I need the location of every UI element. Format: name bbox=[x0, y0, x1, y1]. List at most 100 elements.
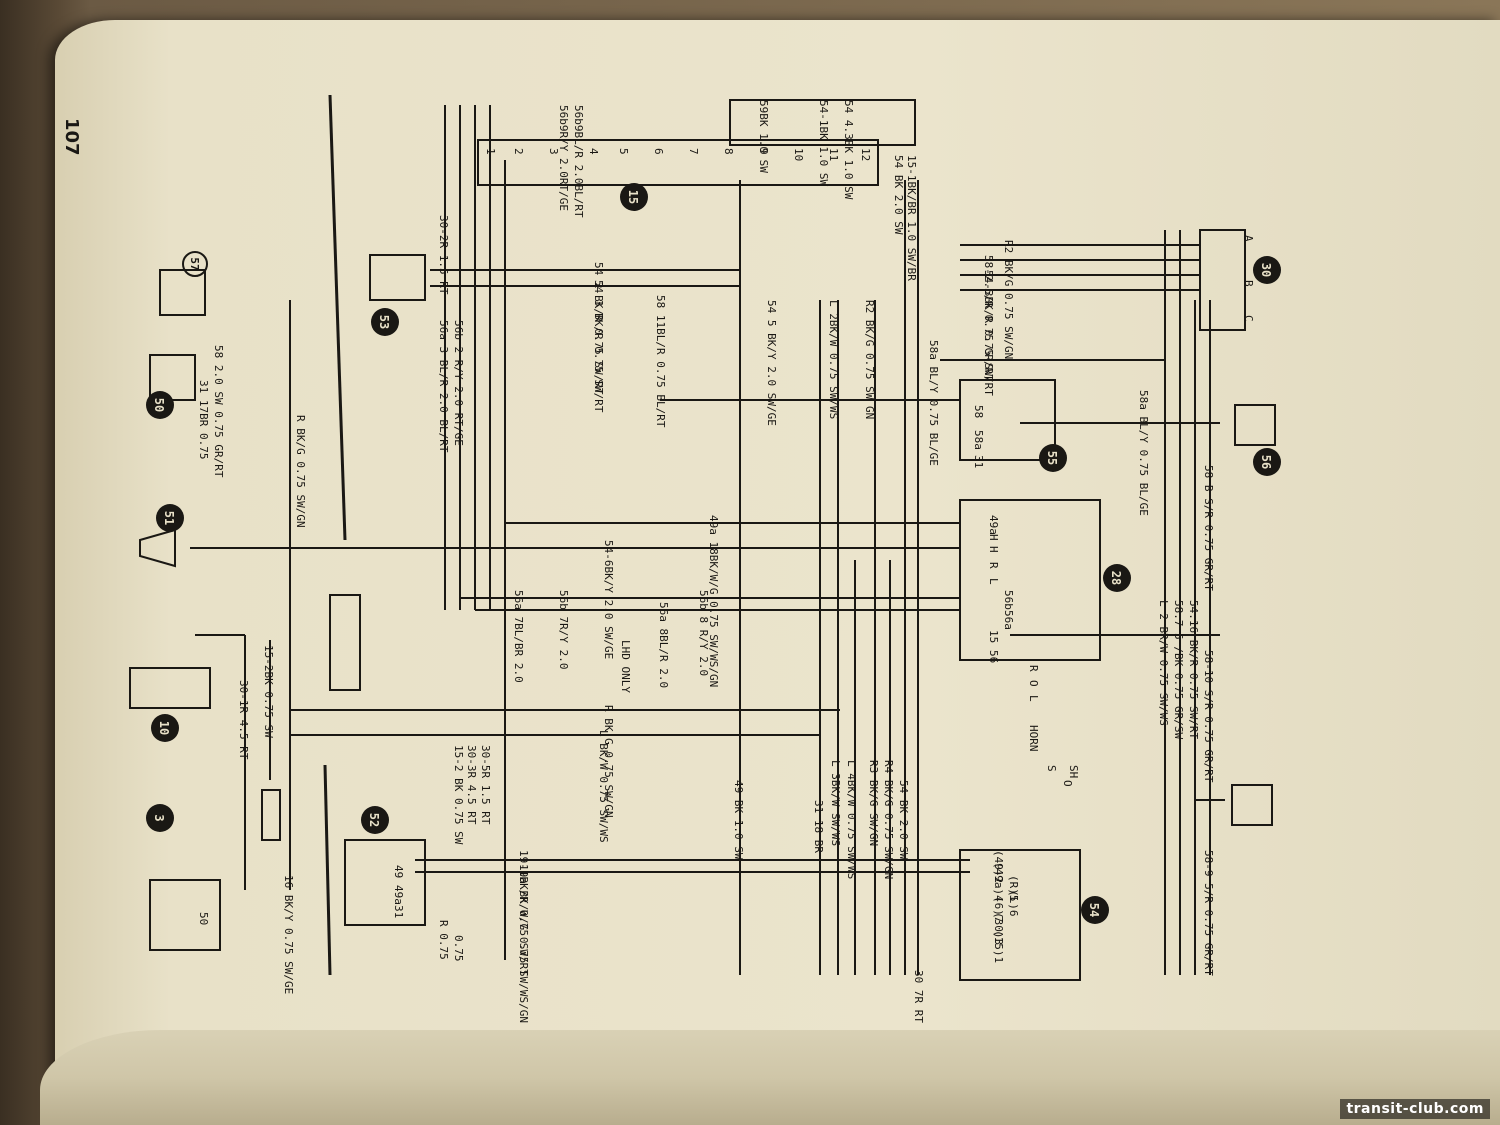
pin-label: 49 bbox=[392, 865, 405, 878]
pin-label: 58a bbox=[972, 430, 985, 450]
wire-label: R BK/G 0.75 SW/GN bbox=[294, 415, 307, 528]
wire-label: 19-1BK/R 0.75 SW/RT bbox=[517, 850, 530, 976]
fuse-number: 2 bbox=[512, 148, 525, 155]
pin-label: H bbox=[987, 534, 1000, 541]
pin-label: (6)7 bbox=[992, 896, 1005, 923]
wire-label: 30 7R RT bbox=[912, 970, 925, 1023]
wire-label: 54 4.3BK 1.0 SW bbox=[842, 100, 855, 200]
badge-30-label: 30 bbox=[1259, 263, 1273, 277]
stray-label: 0.75 bbox=[452, 935, 465, 962]
page-edge bbox=[40, 1030, 1500, 1125]
badge-54-label: 54 bbox=[1087, 903, 1101, 917]
badge-57 bbox=[182, 251, 208, 277]
badge-55 bbox=[1039, 444, 1067, 472]
badge-28-label: 28 bbox=[1109, 571, 1123, 585]
pin-label: 56a bbox=[1002, 610, 1015, 630]
pin-label: (49a)4 bbox=[992, 862, 1005, 902]
badge-53-label: 53 bbox=[377, 315, 391, 329]
wire-label: 56a 3 BL/R 2.0 BL/RT bbox=[437, 320, 450, 453]
pin-label: 49a bbox=[987, 515, 1000, 535]
wire-label: 54 3 BK/R 0.75 SW/RT bbox=[592, 280, 605, 413]
fuse-number: 10 bbox=[792, 148, 805, 161]
wire-label: 56a 7BL/BR 2.0 bbox=[512, 590, 525, 683]
pin-label: L bbox=[987, 578, 1000, 585]
badge-56-label: 56 bbox=[1259, 455, 1273, 469]
pin-label: (30)3 bbox=[992, 912, 1005, 945]
wire-label: 58.7 5 /BK 0.75 GR/SW bbox=[1172, 600, 1185, 739]
switch-28 bbox=[959, 499, 1101, 661]
badge-10-label: 10 bbox=[157, 721, 171, 735]
wire-label: L 4BK/W 0.75 SW/WS bbox=[845, 760, 858, 879]
fuse-number: 8 bbox=[722, 148, 735, 155]
wire-label: 58 B S/R 0.75 GR/RT bbox=[1202, 465, 1215, 591]
wire-label: 58 2.0 SW 0.75 GR/RT bbox=[212, 345, 225, 478]
fuse-number: 4 bbox=[587, 148, 600, 155]
switch-label: R bbox=[1027, 665, 1040, 672]
wire-label: L 3BK/W SW/WS bbox=[829, 760, 842, 846]
pin-label: B bbox=[1242, 280, 1255, 287]
battery-10 bbox=[129, 667, 211, 709]
pin-label: 31 bbox=[392, 905, 405, 918]
lamp-bottom bbox=[1231, 784, 1273, 826]
switch-label: S bbox=[1045, 765, 1058, 772]
badge-15-label: 15 bbox=[626, 190, 640, 204]
switch-label: L bbox=[1027, 695, 1040, 702]
fuse-number: 12 bbox=[859, 148, 872, 161]
pin-label: (R)5 bbox=[1007, 875, 1020, 902]
fuse-number: 9 bbox=[757, 148, 770, 155]
fuse-numbers: 1 2 3 4 5 6 7 8 9 10 11 12 bbox=[484, 148, 872, 161]
pin-label: 58 bbox=[972, 405, 985, 418]
wire-label: R3 BK/G SW/GN bbox=[867, 760, 880, 846]
lamp-30 bbox=[1199, 229, 1246, 331]
wire-label: 58a BL/Y 0.75 BL/GE bbox=[927, 340, 940, 466]
fuse-number: 7 bbox=[687, 148, 700, 155]
fuse-number: 1 bbox=[484, 148, 497, 155]
wire-label: 54-6BK/Y 2.0 SW/GE bbox=[602, 540, 615, 659]
divider bbox=[323, 764, 332, 976]
wire-label: 58-9 5/R 0.75 GR/RT bbox=[1202, 850, 1215, 976]
resistor-3 bbox=[261, 789, 281, 841]
pin-label: 31 bbox=[972, 455, 985, 468]
switch-54 bbox=[959, 849, 1081, 981]
ignition-3 bbox=[149, 879, 221, 951]
fuse-box-15 bbox=[477, 139, 879, 186]
wire-label: 54-1BK 1.0 SW bbox=[817, 100, 830, 186]
wire-label: 30-5R 1.5 RT bbox=[479, 745, 492, 825]
badge-28 bbox=[1103, 564, 1131, 592]
badge-15 bbox=[620, 183, 648, 211]
pin-label: 56b bbox=[1002, 590, 1015, 610]
wire-label: 30-1R 4.5 RT bbox=[237, 680, 250, 760]
wire-label: R2 BK/G 0.75 SW/GN bbox=[1002, 240, 1015, 359]
pin-label: (15)1 bbox=[992, 930, 1005, 963]
wire-label: 58-2.5/R 0.75 GR/RT bbox=[982, 255, 995, 381]
badge-30 bbox=[1253, 256, 1281, 284]
wire-label: L 2 BR/W 0.75 SW/WS bbox=[1157, 600, 1170, 726]
pin-label: C bbox=[1242, 315, 1255, 322]
badge-56 bbox=[1253, 448, 1281, 476]
manual-page bbox=[55, 20, 1500, 1125]
wire-label: L BK/W 0.75 SW/WS bbox=[597, 730, 610, 843]
wire-label: L 2BK/W 0.75 SW/WS bbox=[827, 300, 840, 419]
wire-label: 54 5 BK/Y 2.0 SW/GE bbox=[765, 300, 778, 426]
lamp-56 bbox=[1234, 404, 1276, 446]
fuse-number: 3 bbox=[547, 148, 560, 155]
badge-53 bbox=[371, 308, 399, 336]
divider bbox=[328, 94, 347, 541]
pin-label: 15 bbox=[987, 630, 1000, 643]
pin-label: (L)6 bbox=[1007, 890, 1020, 917]
wire-label: 49 BK 1.0 SW bbox=[732, 780, 745, 860]
badges: 3 10 15 28 30 50 51 52 53 54 55 56 57 bbox=[146, 183, 1281, 924]
wire-label: 30-3R 4.5 RT bbox=[465, 745, 478, 825]
watermark: transit-club.com bbox=[1340, 1099, 1490, 1119]
badge-3-label: 3 bbox=[152, 814, 166, 821]
badge-52-label: 52 bbox=[367, 813, 381, 827]
wire-label: R2 BK/G 0.75 SW GN bbox=[863, 300, 876, 419]
switch-label: LHD ONLY bbox=[619, 640, 632, 693]
wire-label: 19a BK/W/G 0.75 SW/WS/GN bbox=[517, 864, 530, 1023]
switch-label: HORN bbox=[1027, 725, 1040, 752]
wire-label: 54-3BK/R 0.75 SW/RT bbox=[982, 270, 995, 396]
switch-55 bbox=[959, 379, 1056, 461]
badge-50-label: 50 bbox=[152, 398, 166, 412]
badge-51-label: 51 bbox=[162, 511, 176, 525]
